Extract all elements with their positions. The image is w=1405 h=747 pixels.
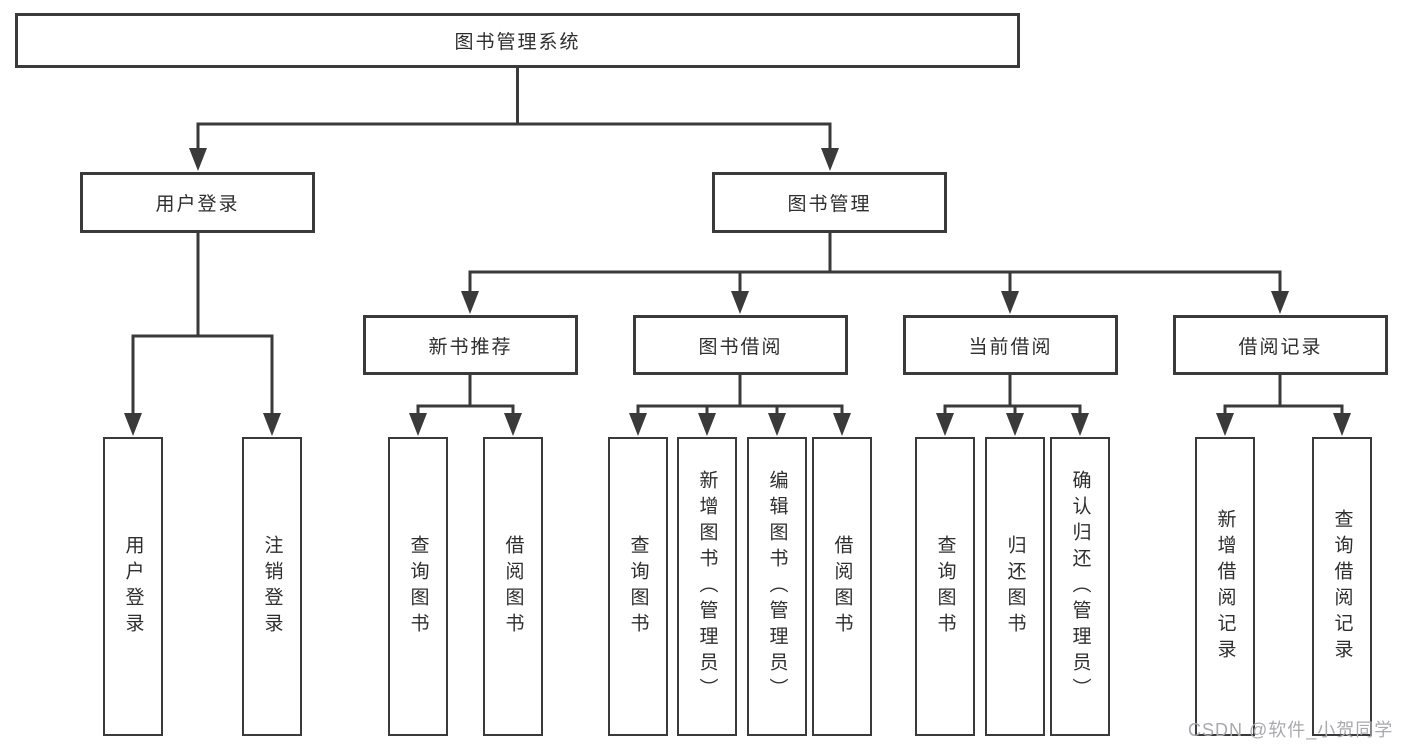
node-book-borrow-label: 图书借阅 <box>698 336 783 358</box>
connector-new-book-group <box>416 375 515 416</box>
leaf-current-return-books-label: 归还图书 <box>1004 534 1026 639</box>
arrowhead <box>461 291 479 314</box>
leaf-borrow-add-books-admin: 新增图书（管理员） <box>677 437 737 736</box>
leaf-user-login: 用户登录 <box>103 437 163 736</box>
connector-root-group <box>196 68 832 150</box>
leaf-current-confirm-return-admin: 确认归还（管理员） <box>1050 437 1110 736</box>
csdn-watermark: CSDN @软件_小贺同学 <box>1188 720 1394 740</box>
connector-borrow-record-group <box>1223 375 1344 416</box>
leaf-newbook-borrow-books: 借阅图书 <box>483 437 543 736</box>
leaf-user-login-label: 用户登录 <box>122 534 144 639</box>
node-borrow-records-label: 借阅记录 <box>1238 336 1323 358</box>
connector-book-borrow-group <box>636 375 844 416</box>
arrowhead <box>1006 413 1024 436</box>
leaf-logout-login-label: 注销登录 <box>261 534 283 639</box>
node-book-management-label: 图书管理 <box>787 194 872 215</box>
node-user-login: 用户登录 <box>80 172 315 233</box>
arrowhead <box>629 413 647 436</box>
leaf-borrow-query-books: 查询图书 <box>608 437 668 736</box>
leaf-newbook-borrow-books-label: 借阅图书 <box>502 534 524 639</box>
arrowhead <box>936 413 954 436</box>
arrowhead <box>124 413 142 436</box>
arrowhead <box>263 413 281 436</box>
node-new-book-recommend: 新书推荐 <box>363 315 578 375</box>
leaf-record-add-borrow-record: 新增借阅记录 <box>1195 437 1255 736</box>
leaf-borrow-add-books-admin-label: 新增图书（管理员） <box>696 469 718 704</box>
leaf-borrow-query-books-label: 查询图书 <box>627 534 649 639</box>
leaf-current-confirm-return-admin-label: 确认归还（管理员） <box>1069 469 1091 704</box>
arrowhead <box>1271 291 1289 314</box>
leaf-borrow-edit-books-admin-label: 编辑图书（管理员） <box>766 469 788 704</box>
node-library-system-label: 图书管理系统 <box>454 32 581 53</box>
arrowhead <box>768 413 786 436</box>
leaf-current-query-books: 查询图书 <box>915 437 975 736</box>
connector-book-mgmt-group <box>468 233 1282 294</box>
leaf-borrow-borrow-books-label: 借阅图书 <box>831 534 853 639</box>
arrowhead <box>1071 413 1089 436</box>
arrowhead <box>731 291 749 314</box>
leaf-record-query-borrow-record: 查询借阅记录 <box>1312 437 1372 736</box>
arrowhead <box>189 148 207 171</box>
node-user-login-label: 用户登录 <box>155 194 240 215</box>
leaf-current-query-books-label: 查询图书 <box>934 534 956 639</box>
connector-user-login-group <box>131 233 274 416</box>
node-book-borrow: 图书借阅 <box>633 315 848 375</box>
leaf-current-return-books: 归还图书 <box>985 437 1045 736</box>
arrowhead <box>698 413 716 436</box>
arrowhead <box>1001 291 1019 314</box>
node-new-book-recommend-label: 新书推荐 <box>428 336 513 358</box>
leaf-record-query-borrow-record-label: 查询借阅记录 <box>1331 508 1353 665</box>
arrowhead <box>833 413 851 436</box>
leaf-newbook-query-books: 查询图书 <box>388 437 448 736</box>
arrowhead <box>504 413 522 436</box>
leaf-borrow-borrow-books: 借阅图书 <box>812 437 872 736</box>
arrowhead <box>1216 413 1234 436</box>
node-library-system: 图书管理系统 <box>15 13 1020 68</box>
leaf-logout-login: 注销登录 <box>242 437 302 736</box>
arrowhead <box>821 148 839 171</box>
leaf-borrow-edit-books-admin: 编辑图书（管理员） <box>747 437 807 736</box>
node-borrow-records: 借阅记录 <box>1173 315 1388 375</box>
arrowhead <box>1333 413 1351 436</box>
node-current-borrow: 当前借阅 <box>903 315 1118 375</box>
connector-current-borrow-group <box>943 375 1082 416</box>
arrowhead <box>409 413 427 436</box>
node-current-borrow-label: 当前借阅 <box>968 336 1053 358</box>
leaf-record-add-borrow-record-label: 新增借阅记录 <box>1214 508 1236 665</box>
node-book-management: 图书管理 <box>712 172 947 233</box>
leaf-newbook-query-books-label: 查询图书 <box>407 534 429 639</box>
